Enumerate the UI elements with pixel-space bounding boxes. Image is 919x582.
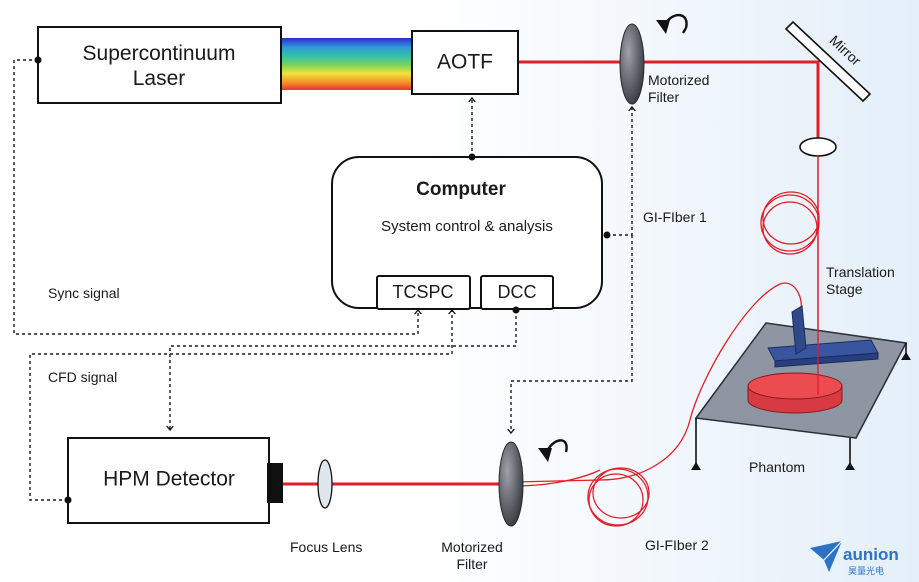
mirror	[784, 20, 872, 103]
phantom-label: Phantom	[749, 459, 805, 475]
computer-box: Computer System control & analysis TCSPC…	[331, 156, 603, 310]
fiber-coupling-lens	[799, 137, 837, 157]
motorized-filter-top	[619, 23, 645, 105]
rotation-arrow-top-tail	[681, 27, 688, 34]
detector-window	[267, 463, 283, 503]
supercontinuum-beam	[281, 38, 412, 90]
rotation-arrow-top-head	[656, 20, 670, 34]
rotation-arrow-bottom-head	[538, 448, 552, 462]
sync-signal-line	[13, 59, 418, 335]
svg-text:System control & analysis: System control & analysis	[381, 218, 553, 235]
aunion-logo: aunion 昊量光电	[810, 540, 899, 576]
logo-subtitle: 昊量光电	[848, 565, 884, 576]
gi-fiber-2-label: GI-FIber 2	[645, 537, 709, 553]
focus-lens	[317, 459, 333, 509]
hpm-detector: HPM Detector	[67, 437, 283, 524]
svg-text:Computer: Computer	[416, 179, 506, 200]
red-beam-aotf-to-mirror	[517, 60, 820, 143]
cfd-signal-label: CFD signal	[48, 369, 117, 385]
logo-name: aunion	[843, 545, 899, 564]
tcspc-box	[376, 275, 471, 310]
dcc-to-bottom-filter-line	[511, 235, 633, 433]
svg-text:HPM Detector: HPM Detector	[103, 468, 235, 491]
svg-text:AOTF: AOTF	[437, 51, 493, 74]
motorized-filter-bottom	[498, 441, 524, 527]
gi-fiber-1-label: GI-FIber 1	[643, 209, 707, 225]
cfd-signal-line	[29, 310, 452, 501]
svg-text:DCC: DCC	[498, 282, 537, 302]
gi-fiber-2	[512, 282, 802, 527]
focus-lens-label: Focus Lens	[290, 539, 362, 555]
connector-dots	[34, 56, 611, 504]
signal-lines	[13, 59, 633, 501]
sync-signal-label: Sync signal	[48, 285, 120, 301]
aotf-box: AOTF	[411, 30, 519, 95]
phantom-stage	[691, 305, 911, 470]
svg-text:TCSPC: TCSPC	[392, 282, 453, 302]
dcc-to-hpm-line	[170, 310, 517, 430]
